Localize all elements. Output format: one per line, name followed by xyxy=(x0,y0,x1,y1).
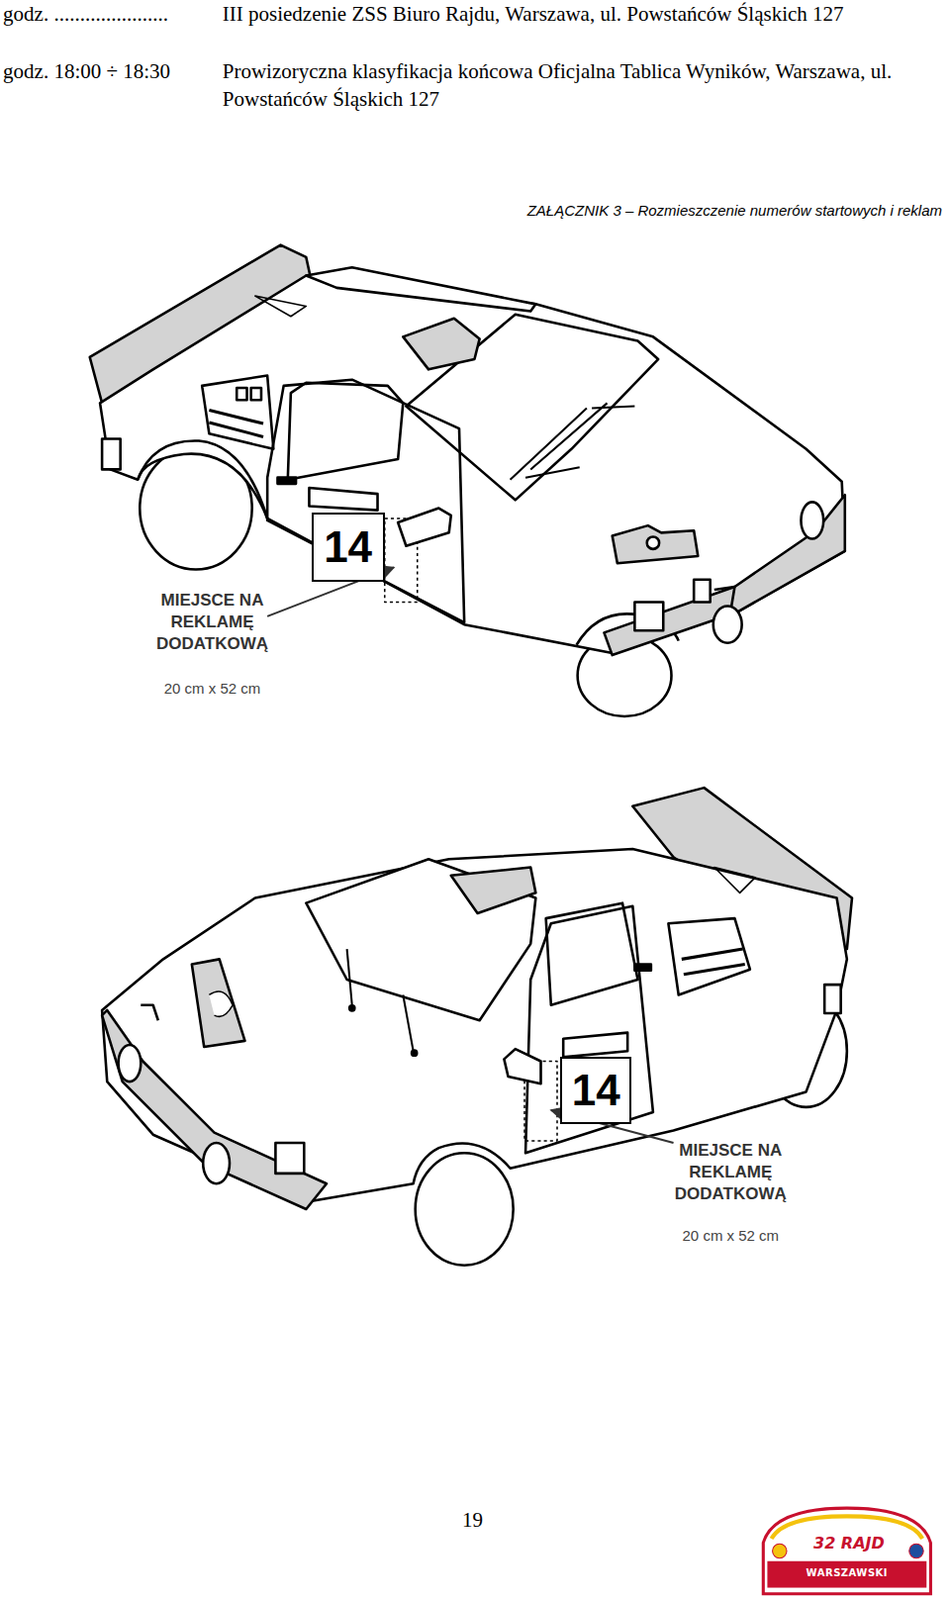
callout-text: MIEJSCE NA REKLAMĘ DODATKOWĄ xyxy=(156,589,269,656)
drawing-part xyxy=(402,318,479,371)
drawing-part xyxy=(308,487,378,511)
logo-text: WARSZAWSKI xyxy=(806,1567,888,1579)
logo-text-text: 32 RAJD xyxy=(813,1533,885,1553)
drawing-part xyxy=(397,508,452,547)
page-number-text: 19 xyxy=(462,1508,483,1533)
time-cell: godz. ...................... xyxy=(2,0,169,28)
logo-text-text: WARSZAWSKI xyxy=(806,1567,888,1579)
drawing-part xyxy=(909,1543,924,1558)
drawing-part xyxy=(634,964,651,971)
time-cell-text: godz. ...................... xyxy=(2,0,169,28)
drawing-part xyxy=(603,494,845,656)
drawing-part xyxy=(563,1033,628,1058)
drawing-part xyxy=(647,536,660,549)
drawing-part xyxy=(800,501,824,539)
drawing-part xyxy=(191,958,246,1047)
drawing-part xyxy=(762,1508,931,1595)
drawing-part xyxy=(202,1142,230,1184)
dimension: 20 cm x 52 cm xyxy=(682,1227,780,1244)
drawing-part xyxy=(101,1010,327,1210)
drawing-part xyxy=(208,991,233,1017)
drawing-part xyxy=(693,579,710,603)
drawing-part xyxy=(140,1005,159,1021)
drawing-part xyxy=(772,1543,787,1558)
drawing-part xyxy=(305,267,536,311)
drawing-part xyxy=(277,477,296,484)
annex-title: ZAŁĄCZNIK 3 – Rozmieszczenie numerów sta… xyxy=(527,201,943,219)
drawing-part xyxy=(667,918,750,995)
drawing-part xyxy=(681,949,746,975)
start-number: 14 xyxy=(571,1068,621,1113)
drawing-part xyxy=(714,867,756,894)
drawing-part xyxy=(525,906,654,1154)
time-cell: godz. 18:00 ÷ 18:30 xyxy=(2,57,171,86)
event-cell-text: III posiedzenie ZSS Biuro Rajdu, Warszaw… xyxy=(222,0,945,28)
event-cell-text: Prowizoryczna klasyfikacja końcowa Oficj… xyxy=(222,57,945,113)
drawing-part xyxy=(275,1142,304,1174)
start-number-plate: 14 xyxy=(311,512,385,582)
drawing-part xyxy=(411,1050,417,1056)
start-number: 14 xyxy=(323,525,373,570)
drawing-part xyxy=(713,606,743,644)
drawing-part xyxy=(612,525,699,564)
event-cell: III posiedzenie ZSS Biuro Rajdu, Warszaw… xyxy=(222,0,945,28)
drawing-part xyxy=(208,410,264,438)
drawing-part xyxy=(546,903,639,1006)
drawing-part xyxy=(634,601,664,631)
drawing-part xyxy=(349,1005,355,1011)
drawing-part xyxy=(287,382,404,480)
drawing-part xyxy=(101,438,121,470)
drawing-part xyxy=(305,858,536,1021)
time-cell-text: godz. 18:00 ÷ 18:30 xyxy=(2,57,171,86)
drawing-part xyxy=(251,387,262,400)
drawing-part xyxy=(415,1152,514,1265)
drawing-part xyxy=(255,295,307,317)
annex-title-text: ZAŁĄCZNIK 3 – Rozmieszczenie numerów sta… xyxy=(527,201,943,219)
drawing-part xyxy=(201,376,274,450)
rally-car-front-left xyxy=(101,787,853,1266)
callout-text-text: MIEJSCE NA REKLAMĘ DODATKOWĄ xyxy=(156,589,269,656)
dimension-text: 20 cm x 52 cm xyxy=(682,1227,780,1244)
callout-text: MIEJSCE NA REKLAMĘ DODATKOWĄ xyxy=(674,1140,787,1206)
drawing-part xyxy=(347,949,414,1051)
page-number: 19 xyxy=(462,1508,483,1533)
drawing-part xyxy=(525,405,635,477)
drawing-part xyxy=(118,1045,142,1082)
drawing-part xyxy=(503,1048,541,1084)
logo-text: 32 RAJD xyxy=(813,1533,885,1553)
drawing-part xyxy=(236,387,247,400)
drawing-part xyxy=(451,867,537,914)
drawing-part xyxy=(137,440,268,518)
rally-car-front-right xyxy=(90,245,846,717)
start-number-plate: 14 xyxy=(560,1056,632,1125)
drawing-part xyxy=(267,380,465,623)
dimension: 20 cm x 52 cm xyxy=(164,679,262,697)
drawing-part xyxy=(824,984,841,1014)
drawing-part xyxy=(766,1561,927,1589)
dimension-text: 20 cm x 52 cm xyxy=(164,679,262,697)
callout-text-text: MIEJSCE NA REKLAMĘ DODATKOWĄ xyxy=(674,1140,787,1206)
event-cell: Prowizoryczna klasyfikacja końcowa Oficj… xyxy=(222,57,945,113)
rally-logo xyxy=(762,1508,931,1595)
drawing-part xyxy=(510,402,608,479)
